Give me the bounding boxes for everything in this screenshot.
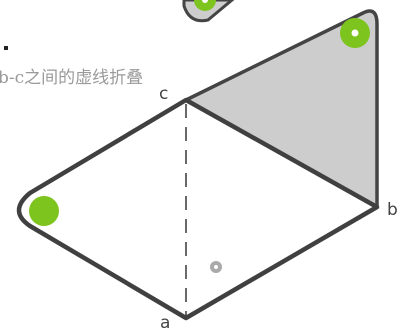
flap-triangle (184, 9, 379, 209)
bullet-dot (4, 46, 8, 50)
top-green-marker (194, 0, 216, 11)
rhombus-outline (16, 97, 380, 321)
point-label-a: a (160, 313, 170, 331)
instruction-caption: b-c之间的虚线折叠 (0, 68, 143, 88)
top-partial-shape (182, 0, 235, 23)
point-label-c: c (159, 84, 168, 104)
left-green-marker (29, 196, 59, 226)
point-label-b: b (387, 200, 398, 220)
